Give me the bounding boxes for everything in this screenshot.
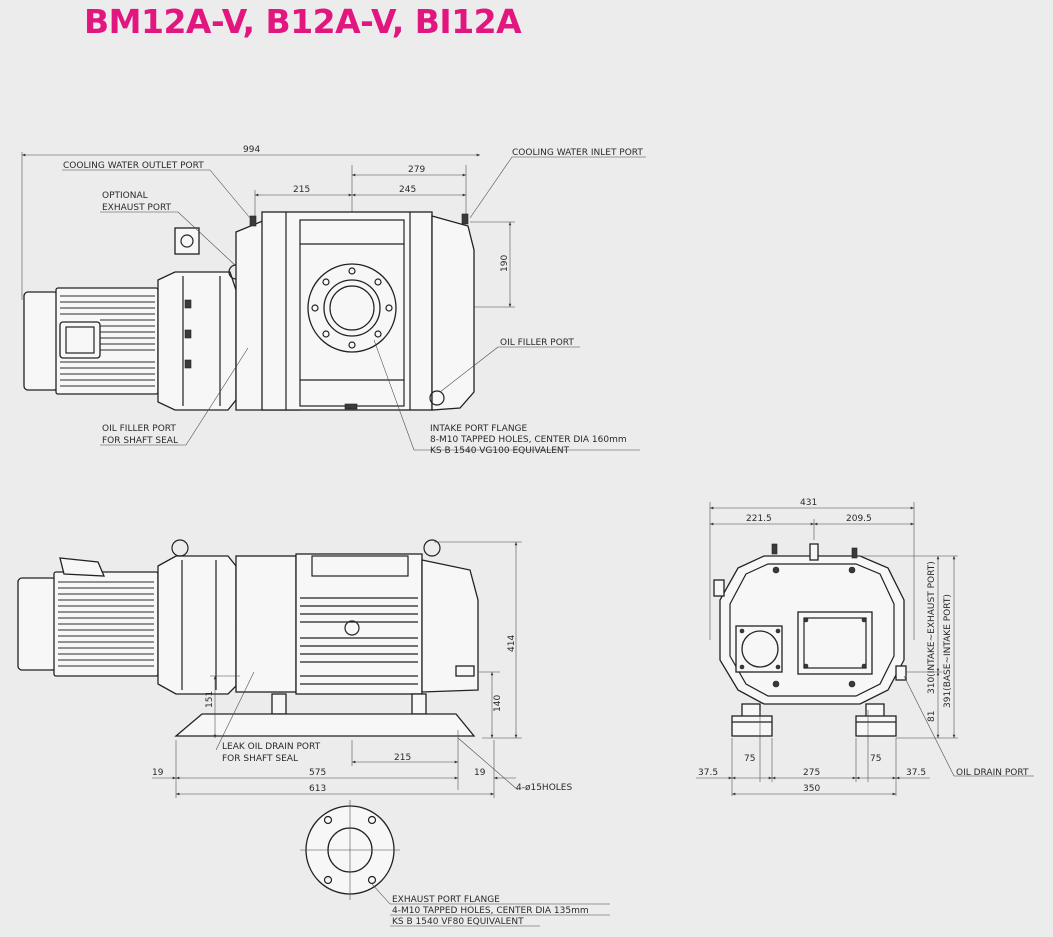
dim-209-5: 209.5 xyxy=(846,514,872,524)
dim-575: 575 xyxy=(309,768,326,778)
intake-bolt-holes xyxy=(311,267,393,349)
dim-391: 391(BASE~INTAKE PORT) xyxy=(943,594,953,708)
dim-19-left: 19 xyxy=(152,768,164,778)
label-leak-drain-seal: FOR SHAFT SEAL xyxy=(222,754,298,764)
dim-140: 140 xyxy=(493,695,503,712)
dim-37-5-left: 37.5 xyxy=(698,768,718,778)
label-optional: OPTIONAL xyxy=(102,191,148,201)
dim-613: 613 xyxy=(309,784,326,794)
dim-275: 275 xyxy=(803,768,820,778)
label-oil-drain: OIL DRAIN PORT xyxy=(956,768,1029,778)
label-leak-drain: LEAK OIL DRAIN PORT xyxy=(222,742,321,752)
dim-221-5: 221.5 xyxy=(746,514,772,524)
label-exhaust-port: EXHAUST PORT xyxy=(102,203,172,213)
dim-350: 350 xyxy=(803,784,820,794)
motor-fins-top xyxy=(60,295,155,387)
pump-ribs xyxy=(300,597,418,685)
dim-215-side: 215 xyxy=(394,753,411,763)
label-holes: 4-ø15HOLES xyxy=(516,783,572,793)
label-cooling-outlet: COOLING WATER OUTLET PORT xyxy=(63,161,204,171)
dim-431: 431 xyxy=(800,498,817,508)
label-intake-3: KS B 1540 VG100 EQUIVALENT xyxy=(430,446,570,456)
dim-75-right: 75 xyxy=(870,754,881,764)
label-exhaust-flange-2: 4-M10 TAPPED HOLES, CENTER DIA 135mm xyxy=(392,906,589,916)
top-view: 994 279 215 245 190 xyxy=(21,145,646,456)
dim-279: 279 xyxy=(408,165,425,175)
side-view: 414 140 151 215 19 19 575 613 LEAK OIL D… xyxy=(17,539,572,798)
dim-994: 994 xyxy=(243,145,260,155)
dim-245: 245 xyxy=(399,185,416,195)
motor-fins-side xyxy=(58,581,154,667)
dim-190: 190 xyxy=(500,255,510,272)
label-intake-1: INTAKE PORT FLANGE xyxy=(430,424,528,434)
dim-19-right: 19 xyxy=(474,768,486,778)
label-exhaust-flange-1: EXHAUST PORT FLANGE xyxy=(392,895,500,905)
dim-37-5-right: 37.5 xyxy=(906,768,926,778)
dim-75-left: 75 xyxy=(744,754,755,764)
dim-151: 151 xyxy=(205,691,215,708)
label-oil-filler-shaft-1: OIL FILLER PORT xyxy=(102,424,176,434)
drawing-title: BM12A-V, B12A-V, BI12A xyxy=(84,2,522,41)
dim-215-top: 215 xyxy=(293,185,310,195)
label-oil-filler: OIL FILLER PORT xyxy=(500,338,574,348)
dim-414: 414 xyxy=(507,635,517,652)
label-exhaust-flange-3: KS B 1540 VF80 EQUIVALENT xyxy=(392,917,524,927)
dim-81: 81 xyxy=(927,711,937,722)
label-cooling-inlet: COOLING WATER INLET PORT xyxy=(512,148,643,158)
label-intake-2: 8-M10 TAPPED HOLES, CENTER DIA 160mm xyxy=(430,435,627,445)
label-oil-filler-shaft-2: FOR SHAFT SEAL xyxy=(102,436,178,446)
dim-310: 310(INTAKE~EXHAUST PORT) xyxy=(927,561,937,694)
end-view: 431 221.5 209.5 310(INTAKE xyxy=(696,498,1034,796)
exhaust-flange: EXHAUST PORT FLANGE 4-M10 TAPPED HOLES, … xyxy=(300,800,610,927)
